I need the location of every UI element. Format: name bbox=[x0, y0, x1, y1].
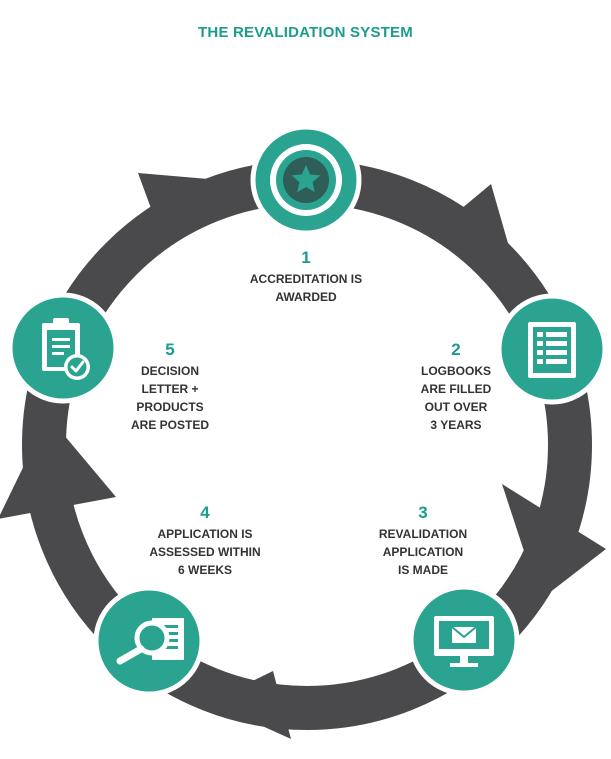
star-icon bbox=[270, 144, 342, 216]
step-1-node bbox=[250, 124, 362, 236]
clipboard-check-icon bbox=[42, 318, 90, 380]
arrow-head-4 bbox=[209, 671, 291, 739]
step-5-node bbox=[7, 292, 119, 404]
step-4-number: 4 bbox=[200, 503, 210, 522]
step-3-label: 3 REVALIDATION APPLICATION IS MADE bbox=[363, 502, 483, 579]
step-5-label: 5 DECISION LETTER + PRODUCTS ARE POSTED bbox=[115, 339, 225, 434]
step-2-node bbox=[496, 293, 608, 405]
step-2-text: LOGBOOKS ARE FILLED OUT OVER 3 YEARS bbox=[420, 364, 492, 432]
arrow-head-5 bbox=[0, 416, 116, 519]
diagram-title: THE REVALIDATION SYSTEM bbox=[198, 24, 413, 41]
step-3-text: REVALIDATION APPLICATION IS MADE bbox=[378, 527, 468, 577]
computer-mail-icon bbox=[434, 616, 494, 667]
step-2-label: 2 LOGBOOKS ARE FILLED OUT OVER 3 YEARS bbox=[396, 339, 516, 434]
arrow-head-3 bbox=[502, 484, 606, 600]
checklist-icon bbox=[528, 322, 576, 378]
step-3-node bbox=[408, 584, 520, 696]
step-4-text: APPLICATION IS ASSESSED WITHIN 6 WEEKS bbox=[149, 527, 261, 577]
step-1-label: 1 ACCREDITATION IS AWARDED bbox=[226, 247, 386, 306]
step-5-number: 5 bbox=[165, 340, 175, 359]
arrow-head-1 bbox=[138, 173, 220, 241]
step-1-number: 1 bbox=[301, 248, 311, 267]
step-1-text: ACCREDITATION IS AWARDED bbox=[249, 272, 363, 304]
magnifier-document-icon bbox=[116, 618, 184, 665]
step-3-number: 3 bbox=[418, 503, 428, 522]
step-2-number: 2 bbox=[451, 340, 461, 359]
step-4-node bbox=[93, 585, 205, 697]
arrow-head-2 bbox=[443, 184, 520, 285]
step-5-text: DECISION LETTER + PRODUCTS ARE POSTED bbox=[130, 364, 209, 432]
step-4-label: 4 APPLICATION IS ASSESSED WITHIN 6 WEEKS bbox=[130, 502, 280, 579]
